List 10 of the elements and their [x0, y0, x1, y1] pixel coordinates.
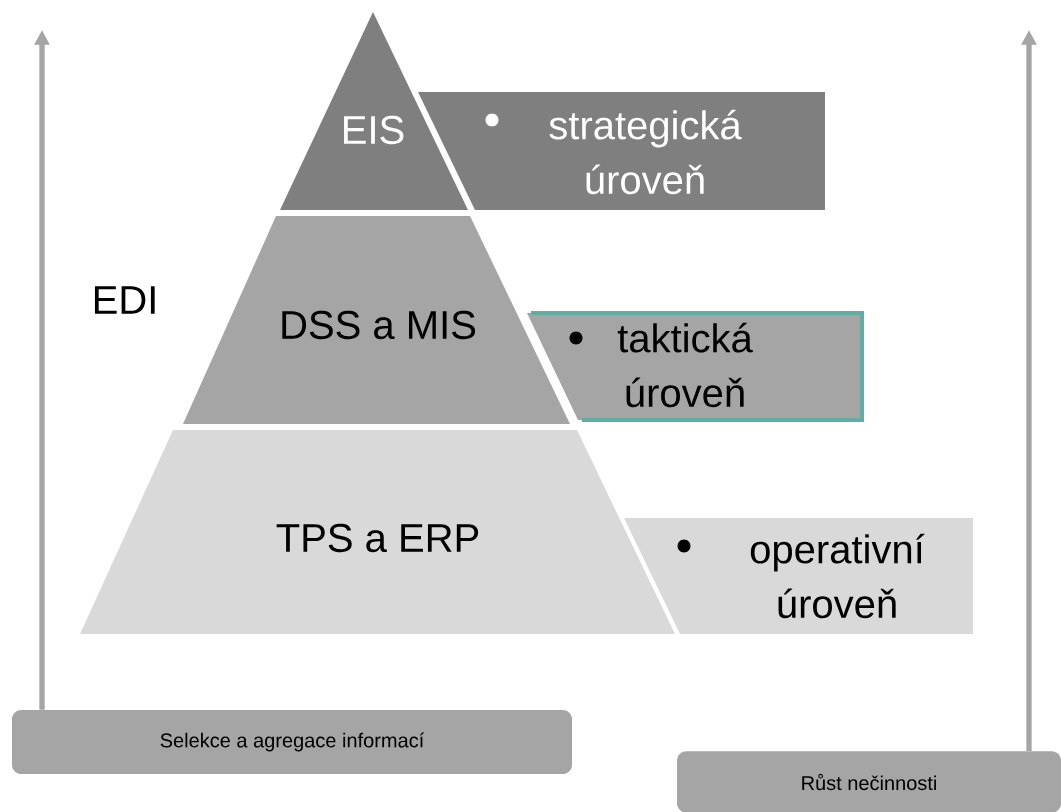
level-box: taktická úroveň — [527, 311, 864, 422]
caption-box: Růst nečinnosti — [677, 751, 1061, 812]
pyramid-top: EIS — [280, 12, 468, 210]
node-label: operativní úroveň — [750, 533, 925, 619]
node-label: taktická úroveň — [617, 322, 753, 408]
side-label: EDI — [94, 286, 155, 314]
caption-box: Selekce a agregace informací — [12, 710, 572, 774]
level-box: strategická úroveň — [418, 92, 825, 210]
level-box: operativní úroveň — [624, 518, 973, 634]
node-label: strategická úroveň — [549, 109, 742, 195]
